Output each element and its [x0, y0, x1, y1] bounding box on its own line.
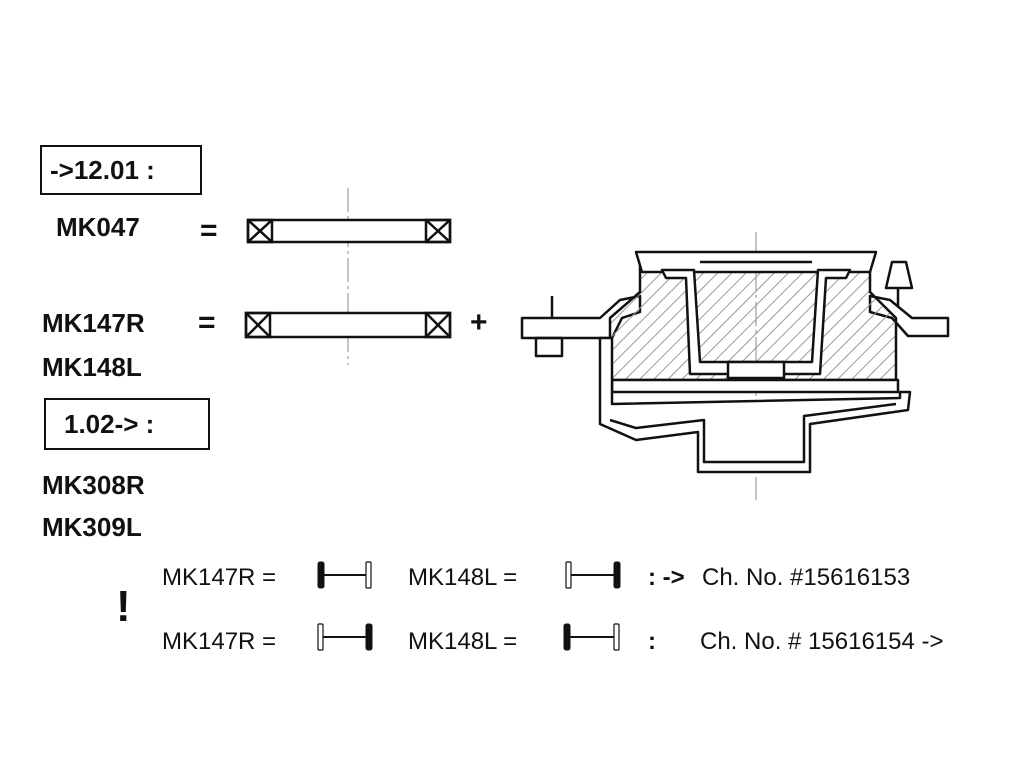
plus-sign: +: [470, 306, 488, 339]
header-new-label: 1.02-> :: [64, 409, 155, 439]
note-row1-right-label: MK148L =: [408, 564, 518, 591]
note-row1-separator: : ->: [648, 564, 685, 591]
header-new-box: [44, 398, 210, 450]
part-mk308r-label: MK308R: [42, 470, 145, 500]
exclamation-mark: !: [116, 582, 131, 631]
note-row2-left-label: MK147R =: [162, 628, 277, 655]
strut-mount-icon: [520, 250, 950, 474]
note-row2-right-label: MK148L =: [408, 628, 518, 655]
orientation-dark-right-icon: [317, 623, 373, 651]
note-row1-left-label: MK147R =: [162, 564, 277, 591]
note-row2-separator: :: [648, 628, 656, 655]
part-mk148l-label: MK148L: [42, 352, 142, 382]
part-mk147r-label: MK147R: [42, 308, 145, 338]
orientation-dark-left-icon: [317, 561, 372, 589]
bearing-mk047-icon: [246, 218, 452, 244]
orientation-dark-left-icon: [563, 623, 620, 651]
equals-2: =: [198, 306, 216, 339]
orientation-dark-right-icon: [565, 561, 621, 589]
header-old-box: [40, 145, 202, 195]
part-mk047-label: MK047: [56, 212, 140, 242]
note-row2-chassis: Ch. No. # 15616154 ->: [700, 628, 944, 655]
header-old-label: ->12.01 :: [50, 155, 155, 185]
note-row1-chassis: Ch. No. #15616153: [702, 564, 911, 591]
part-mk309l-label: MK309L: [42, 512, 142, 542]
equals-1: =: [200, 214, 218, 247]
bearing-mk147r-icon: [244, 311, 452, 339]
